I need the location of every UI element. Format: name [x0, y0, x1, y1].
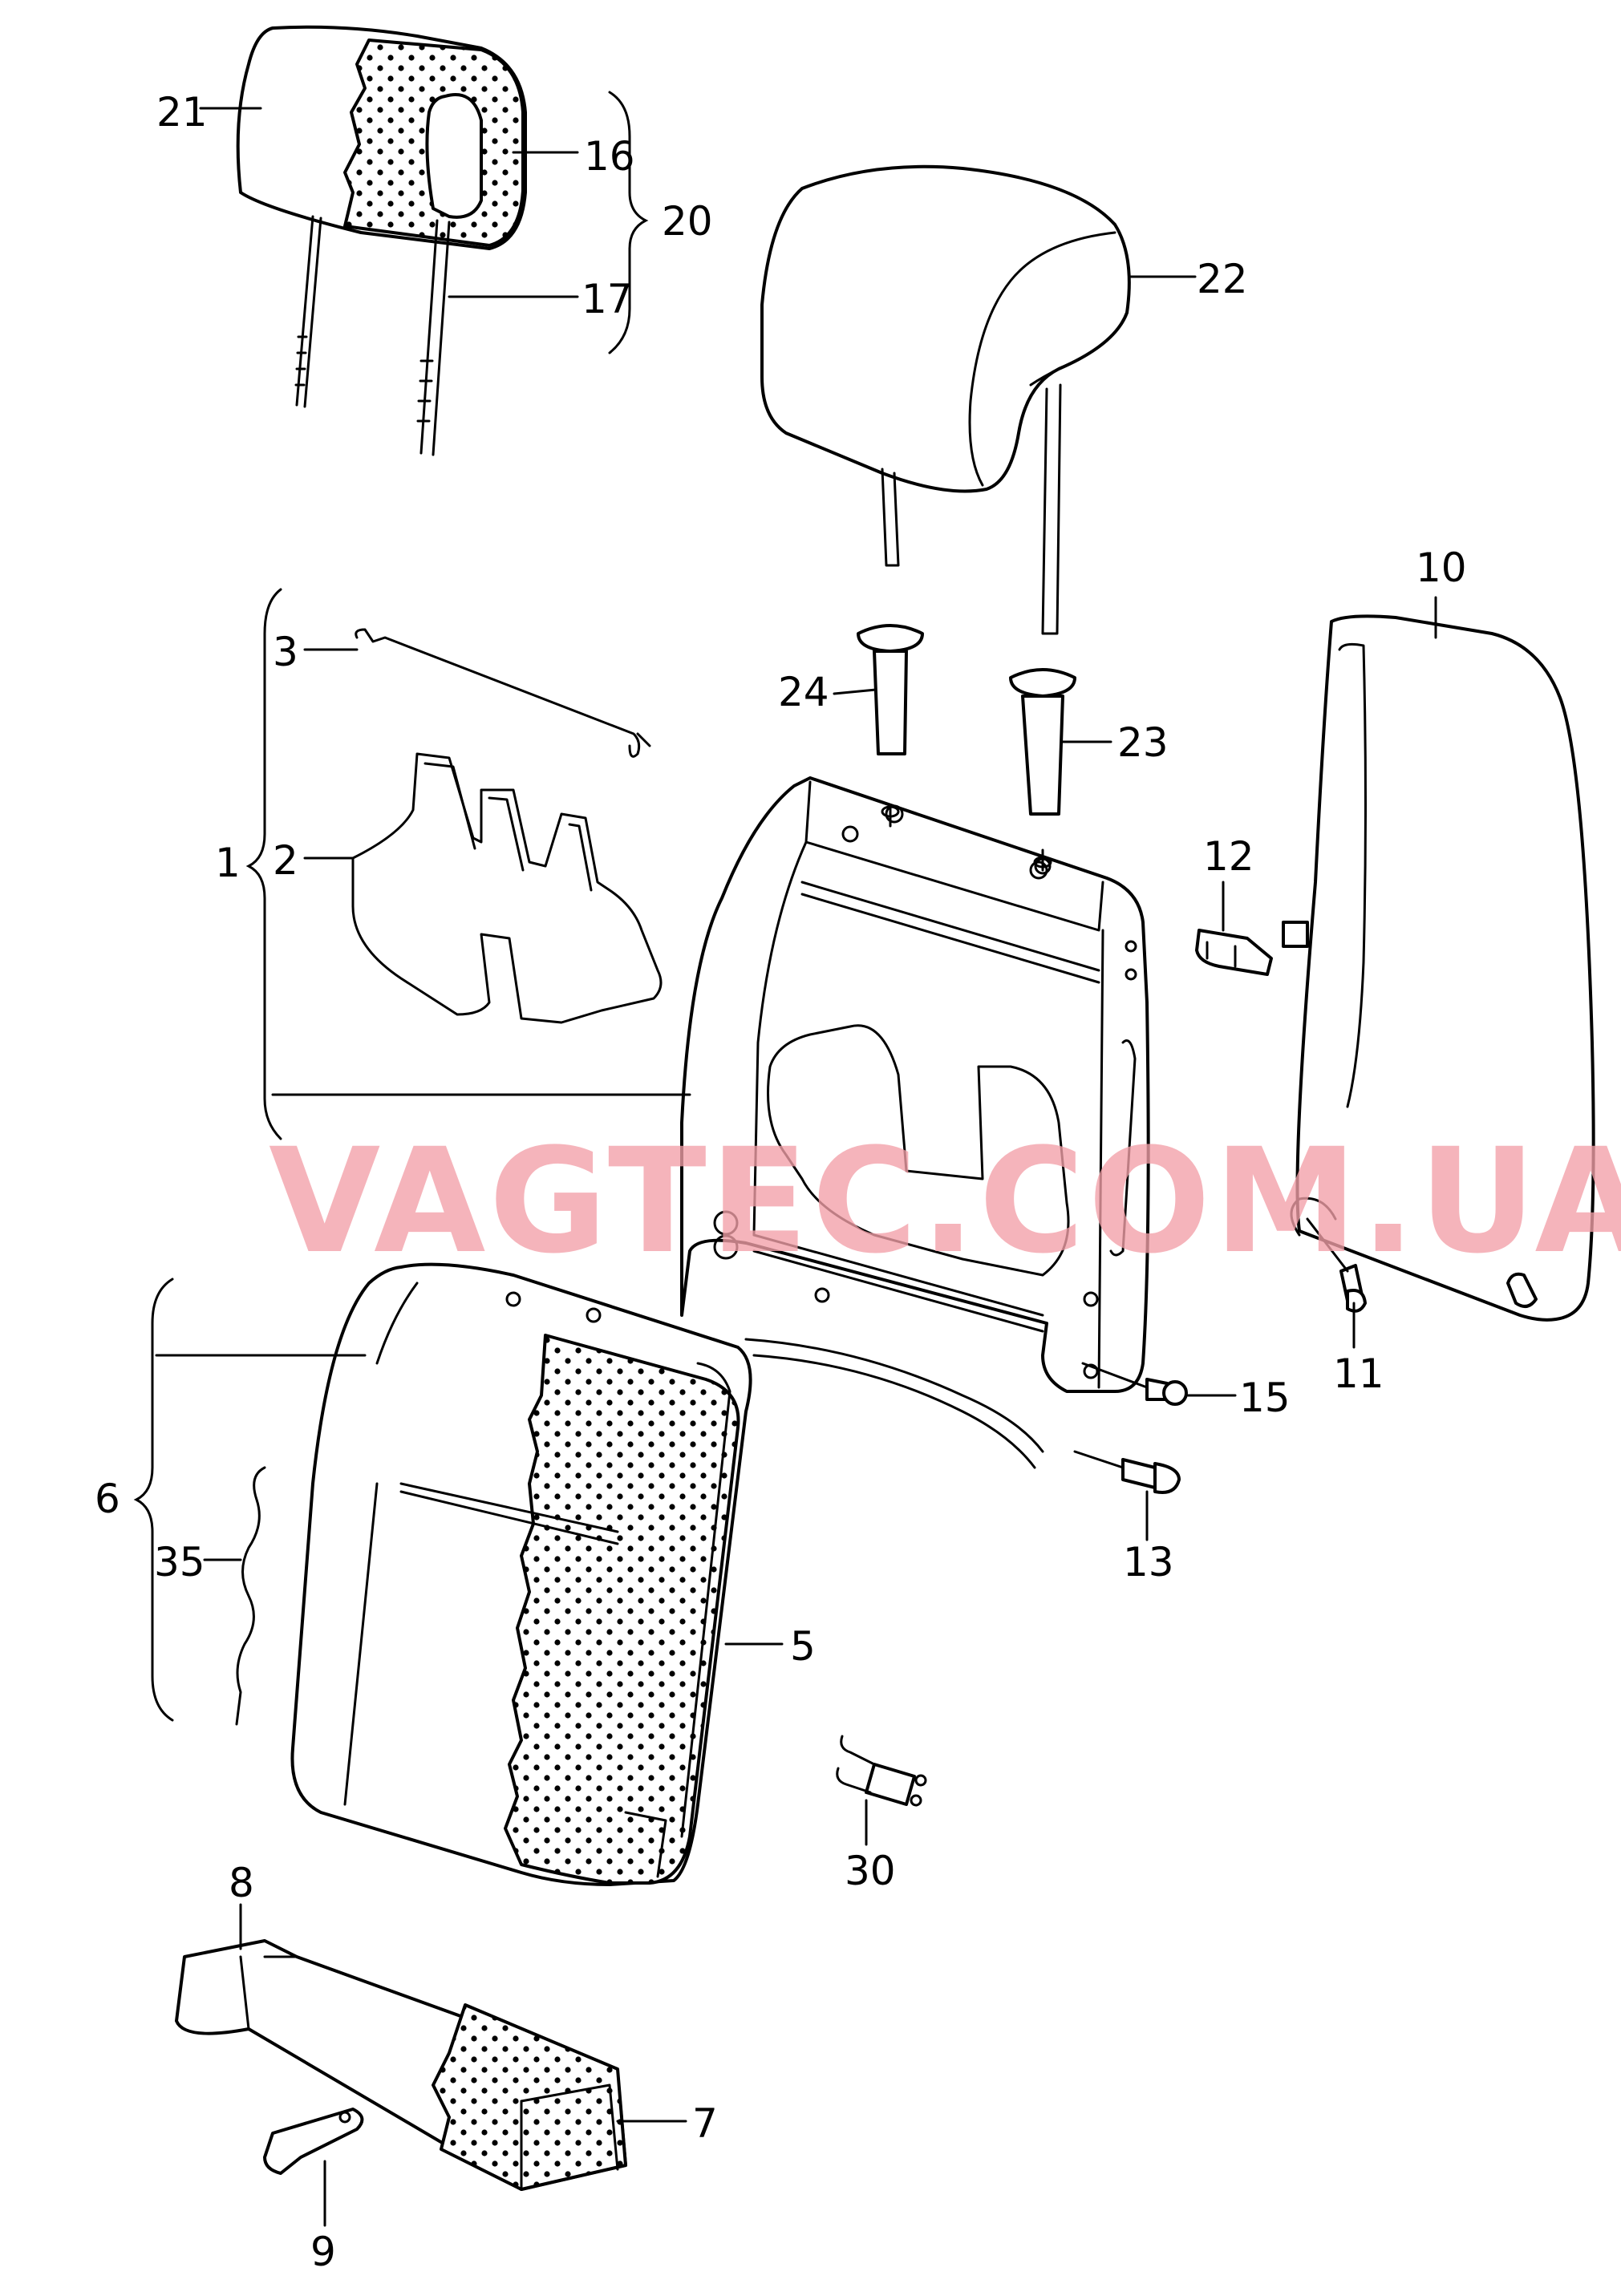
callout-5: 5: [790, 1623, 816, 1670]
seat-back-frame: [680, 776, 1150, 1469]
callout-2: 2: [273, 837, 298, 884]
callout-9: 9: [310, 2229, 336, 2275]
rear-panel-10: [1282, 614, 1595, 1322]
callout-10: 10: [1416, 545, 1467, 591]
callout-24: 24: [778, 669, 829, 715]
callout-20: 20: [662, 198, 713, 245]
wire-3: [355, 628, 651, 758]
callout-21: 21: [156, 89, 208, 136]
callout-1: 1: [215, 840, 241, 886]
headrest-cutaway-21: [236, 25, 527, 456]
callout-16: 16: [584, 133, 635, 180]
trim-35: [235, 1466, 266, 1726]
callout-30: 30: [845, 1848, 896, 1894]
brace-6: [133, 1278, 174, 1722]
brace-20: [608, 91, 649, 354]
callout-6: 6: [95, 1476, 120, 1522]
leader-24: [833, 688, 877, 695]
backrest-padding-6: [290, 1262, 752, 1886]
guide-sleeve-23: [1009, 668, 1076, 872]
callout-17: 17: [582, 276, 633, 322]
callout-11: 11: [1333, 1350, 1384, 1397]
watermark: VAGTEC.COM.UA: [269, 1118, 1621, 1286]
clip-9: [263, 2108, 364, 2175]
bolt-15: [1081, 1362, 1188, 1406]
guide-sleeve-24: [857, 624, 924, 828]
callout-35: 35: [154, 1539, 205, 1585]
callout-15: 15: [1239, 1375, 1291, 1421]
connector-30: [836, 1735, 927, 1807]
screw-11: [1306, 1217, 1367, 1313]
callout-7: 7: [692, 2100, 718, 2147]
padding-7-8: [175, 1939, 627, 2191]
callout-23: 23: [1117, 719, 1169, 766]
callout-22: 22: [1197, 256, 1248, 302]
headrest-22: [760, 164, 1131, 635]
clip-12: [1195, 929, 1273, 976]
brace-1: [245, 588, 282, 1140]
bolt-13: [1073, 1450, 1181, 1494]
callout-12: 12: [1203, 833, 1254, 880]
callout-8: 8: [229, 1860, 254, 1906]
callout-3: 3: [273, 629, 298, 675]
wire-frame-2: [351, 752, 663, 1024]
callout-13: 13: [1123, 1539, 1174, 1585]
